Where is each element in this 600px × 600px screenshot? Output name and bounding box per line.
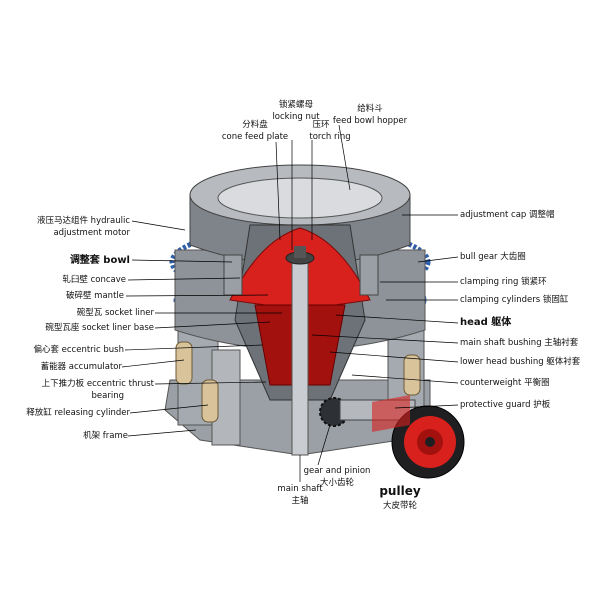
label-frame: 机架 frame	[83, 431, 128, 441]
label-main-shaft-bushing: main shaft bushing 主轴衬套	[460, 338, 579, 348]
label-pulley-cn: 大皮带轮	[382, 501, 418, 511]
label-locking-nut-en: locking nut	[272, 112, 320, 122]
label-lower-head-bushing: lower head bushing 躯体衬套	[460, 357, 581, 367]
label-hydraulic-motor-1: 液压马达组件 hydraulic	[36, 216, 130, 226]
label-head: head 躯体	[460, 317, 512, 328]
label-mantle: 破碎壁 mantle	[65, 291, 124, 301]
label-accumulator: 蓄能器 accumulator	[40, 362, 122, 372]
label-concave: 轧臼壁 concave	[62, 275, 126, 285]
label-gear-pinion-en: gear and pinion	[303, 466, 371, 476]
label-clamping-ring: clamping ring 锁紧环	[460, 277, 547, 287]
label-clamping-cylinders: clamping cylinders 锁固缸	[460, 295, 569, 305]
accumulator-shape	[175, 341, 193, 385]
concave-right	[359, 254, 379, 296]
label-eccentric-thrust-1: 上下推力板 eccentric thrust	[41, 379, 154, 389]
label-socket-liner: 碗型瓦 socket liner	[76, 308, 154, 318]
releasing-cylinder-shape	[201, 379, 219, 423]
label-bull-gear: bull gear 大齿圈	[460, 252, 526, 262]
label-feed-hopper-cn: 给料斗	[357, 104, 383, 114]
label-torch-ring-cn: 压环	[312, 120, 330, 130]
label-main-shaft-en: main shaft	[277, 484, 323, 494]
concave-left	[223, 254, 243, 296]
bull-gear-ring	[169, 225, 431, 299]
leader-lines	[121, 124, 459, 482]
label-releasing-cylinder: 释放缸 releasing cylinder	[26, 408, 130, 418]
pulley-bore	[425, 437, 435, 447]
label-hydraulic-motor-2: adjustment motor	[53, 228, 130, 238]
label-socket-liner-base: 碗型瓦座 socket liner base	[45, 323, 154, 333]
label-adjustment-cap: adjustment cap 调整帽	[460, 210, 555, 220]
label-counterweight: counterweight 平衡圈	[460, 378, 550, 388]
label-protective-guard: protective guard 护板	[460, 400, 551, 410]
label-torch-ring-en: torch ring	[309, 132, 351, 142]
label-locking-nut-cn: 锁紧螺母	[278, 100, 314, 110]
right-cylinder-shape	[403, 354, 421, 396]
label-eccentric-bush: 偏心套 eccentric bush	[33, 345, 124, 355]
label-eccentric-thrust-2: bearing	[91, 391, 124, 401]
label-gear-pinion-cn: 大小齿轮	[319, 478, 355, 488]
label-feed-plate-cn: 分料盘	[242, 120, 268, 130]
label-feed-hopper-en: feed bowl hopper	[332, 116, 408, 126]
main-shaft-shape	[291, 254, 309, 456]
locking-nut-shape	[294, 246, 306, 258]
label-pulley-en: pulley	[379, 484, 421, 498]
label-bowl: 调整套 bowl	[69, 255, 130, 266]
label-feed-plate-en: cone feed plate	[221, 132, 289, 142]
protective-guard-shape	[372, 395, 410, 432]
label-main-shaft-cn: 主轴	[291, 496, 309, 506]
hopper-inner	[217, 177, 383, 219]
